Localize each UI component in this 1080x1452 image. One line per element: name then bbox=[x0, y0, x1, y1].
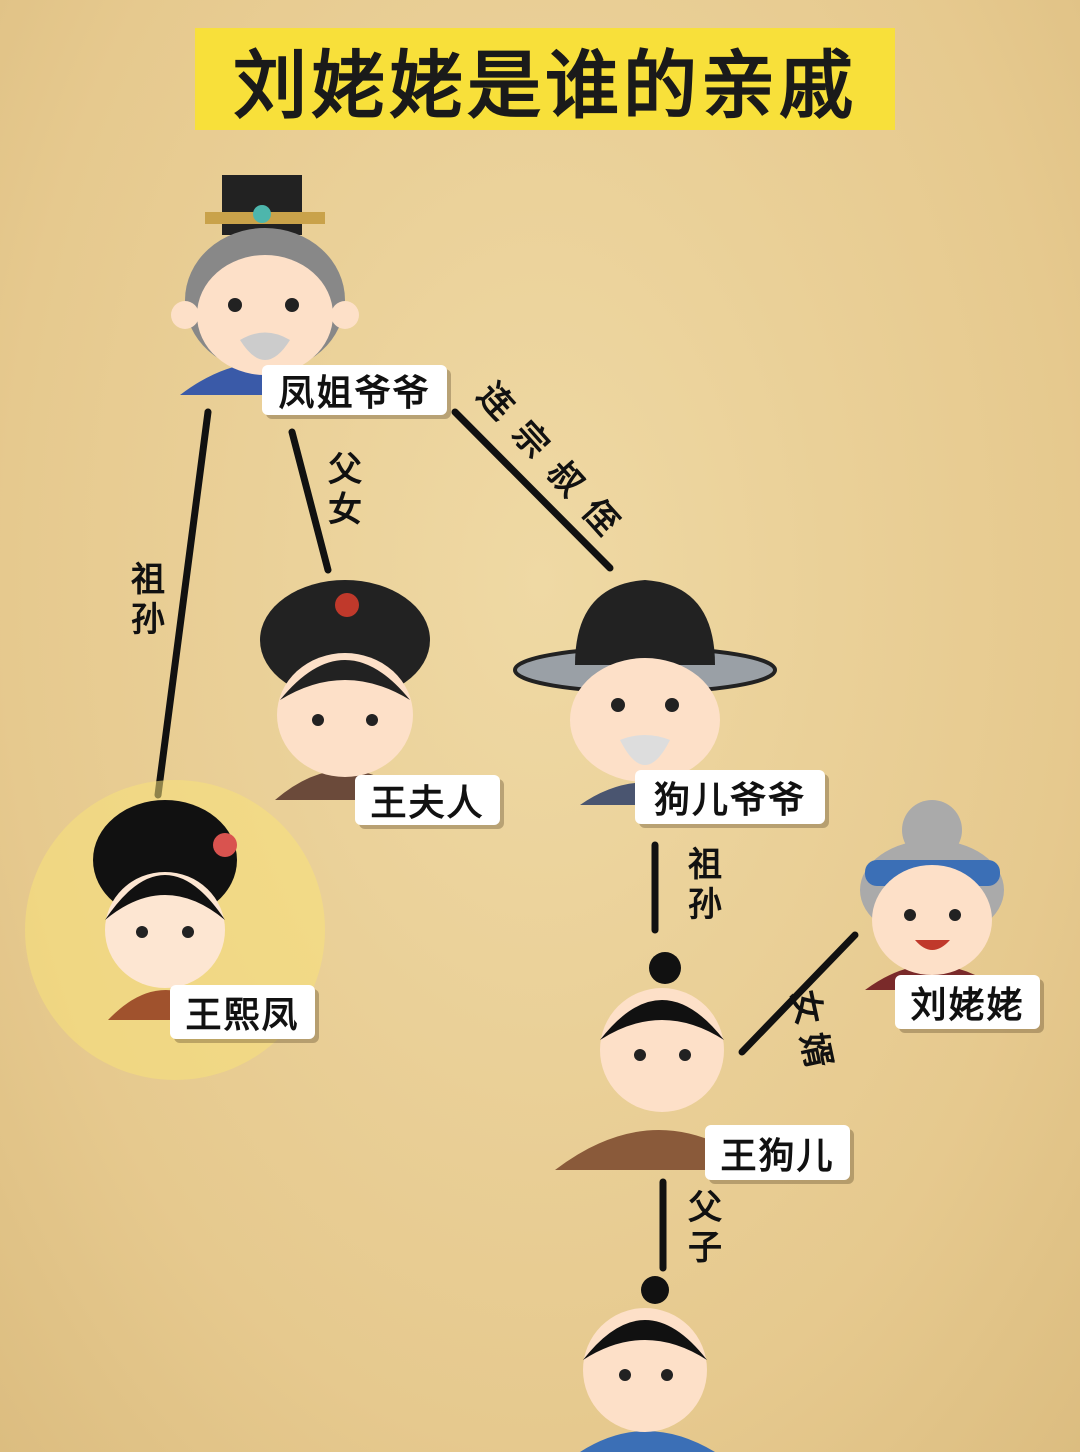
label-wang-furen: 王夫人 bbox=[355, 775, 500, 825]
relation-label: 祖孙 bbox=[688, 845, 722, 925]
relation-label: 父子 bbox=[688, 1188, 722, 1268]
line-laolao-gouer bbox=[738, 931, 859, 1056]
label-feng-grandpa: 凤姐爷爷 bbox=[262, 365, 447, 415]
line-grandpa-gouer-grandpa bbox=[451, 408, 614, 572]
label-wang-gouer: 王狗儿 bbox=[705, 1125, 850, 1180]
avatar-liu-laolao bbox=[860, 800, 1004, 990]
label-gouer-grandpa: 狗儿爷爷 bbox=[635, 770, 825, 824]
line-grandpa-xifeng bbox=[154, 408, 212, 799]
label-liu-laolao: 刘姥姥 bbox=[895, 975, 1040, 1029]
relation-label: 祖孙 bbox=[131, 560, 165, 640]
line-grandpa-furen bbox=[288, 428, 332, 574]
title-banner: 刘姥姥是谁的亲戚 bbox=[195, 28, 895, 130]
avatar-wang-furen bbox=[260, 580, 430, 800]
label-wang-xifeng: 王熙凤 bbox=[170, 985, 315, 1039]
page-title: 刘姥姥是谁的亲戚 bbox=[233, 42, 857, 129]
avatar-feng-grandpa bbox=[171, 175, 359, 395]
relation-label: 父女 bbox=[328, 450, 362, 530]
avatar-child bbox=[580, 1276, 715, 1452]
avatar-wang-xifeng bbox=[93, 800, 237, 1020]
